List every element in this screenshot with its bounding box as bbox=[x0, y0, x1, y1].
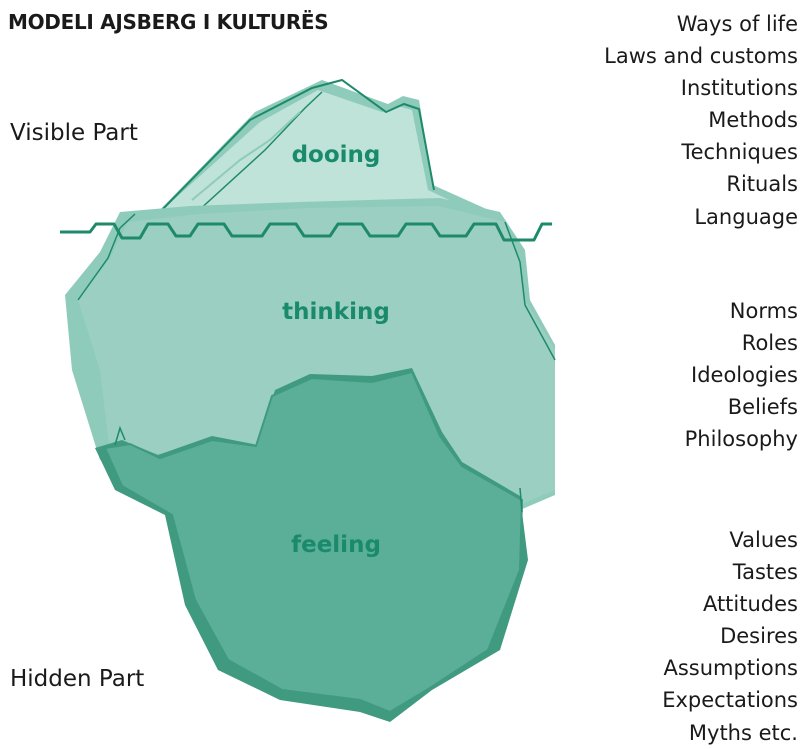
list-item: Philosophy bbox=[684, 427, 798, 452]
list-item: Techniques bbox=[681, 140, 798, 165]
list-item: Tastes bbox=[732, 560, 798, 585]
dooing-label: dooing bbox=[292, 142, 381, 168]
thinking-list: Norms Roles Ideologies Beliefs Philosoph… bbox=[538, 295, 798, 455]
feeling-list: Values Tastes Attitudes Desires Assumpti… bbox=[538, 524, 798, 749]
waterline bbox=[60, 222, 552, 242]
list-item: Roles bbox=[741, 331, 798, 356]
dooing-layer bbox=[150, 90, 488, 230]
list-item: Methods bbox=[708, 108, 798, 133]
list-item: Attitudes bbox=[702, 592, 798, 617]
list-item: Ways of life bbox=[676, 12, 798, 36]
thinking-outline bbox=[77, 213, 136, 301]
list-item: Desires bbox=[720, 624, 798, 649]
dooing-list: Ways of life Laws and customs Institutio… bbox=[538, 8, 798, 233]
list-item: Ideologies bbox=[691, 363, 798, 388]
list-item: Institutions bbox=[680, 76, 798, 101]
diagram-title: MODELI AJSBERG I KULTURËS bbox=[8, 10, 329, 34]
list-item: Norms bbox=[729, 299, 798, 323]
list-item: Language bbox=[694, 204, 798, 229]
thinking-label: thinking bbox=[282, 299, 390, 325]
list-item: Assumptions bbox=[663, 656, 798, 681]
visible-part-label: Visible Part bbox=[10, 120, 138, 146]
list-item: Beliefs bbox=[727, 395, 798, 420]
list-item: Values bbox=[729, 528, 798, 552]
list-item: Myths etc. bbox=[688, 720, 798, 745]
list-item: Laws and customs bbox=[604, 44, 798, 69]
feeling-outline bbox=[104, 370, 524, 714]
feeling-layer bbox=[105, 372, 522, 712]
feeling-label: feeling bbox=[291, 532, 381, 558]
hidden-part-label: Hidden Part bbox=[10, 666, 145, 692]
list-item: Rituals bbox=[726, 172, 798, 197]
list-item: Expectations bbox=[662, 688, 798, 713]
dooing-outline bbox=[157, 78, 435, 215]
